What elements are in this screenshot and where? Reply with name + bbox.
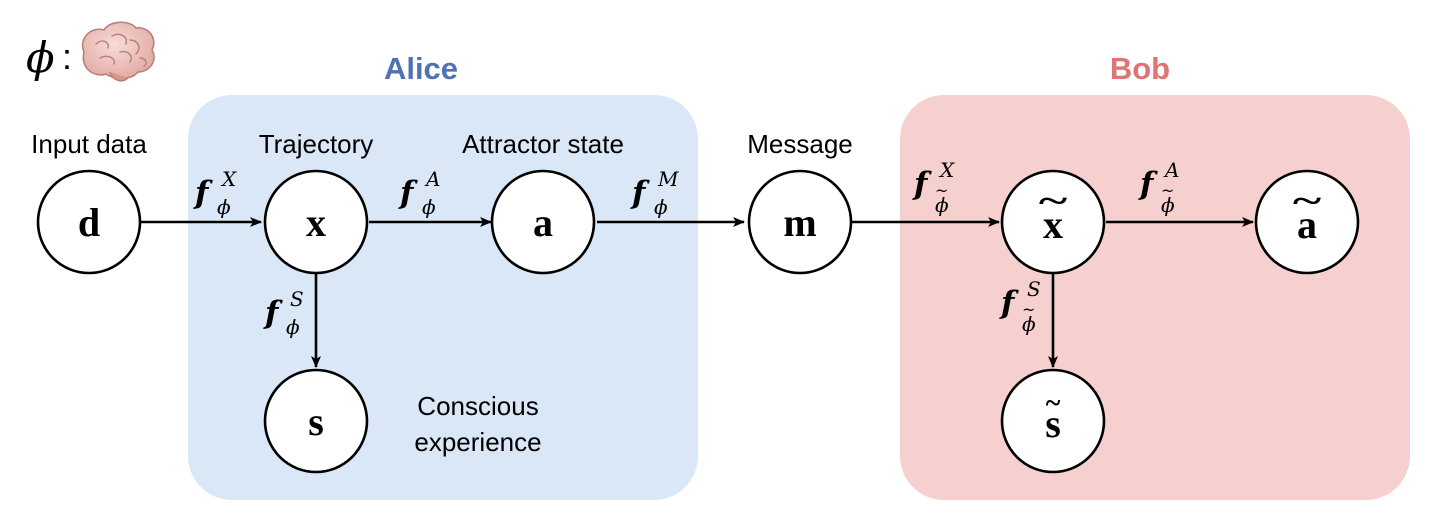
edge-label-xt-to-at: f A ~ ϕ (1138, 158, 1179, 217)
node-x: x (263, 169, 369, 275)
node-s-tilde-label: s (1045, 401, 1061, 446)
node-a-tilde-label: a (1297, 202, 1317, 247)
node-a-tilde: ~ a (1254, 169, 1360, 275)
edge-label-sub: ϕ (217, 195, 231, 219)
bob-title: Bob (1110, 51, 1170, 86)
label-conscious: Conscious (417, 391, 538, 421)
edge-label-d-to-x: f X ϕ (193, 167, 237, 219)
phi-colon: : (62, 36, 72, 77)
edge-label-x-to-a: f A ϕ (398, 167, 440, 219)
node-d-label: d (78, 200, 100, 245)
edge-label-a-to-m: f M ϕ (630, 167, 679, 219)
edge-label-sub: ϕ (422, 195, 436, 219)
edge-label-sup: S (290, 287, 304, 311)
node-a-label: a (533, 200, 553, 245)
edge-label-xt-to-st: f S ~ ϕ (999, 277, 1041, 336)
edge-label-sup: A (1163, 158, 1179, 182)
edge-label-sup: M (657, 167, 679, 191)
label-input-data: Input data (31, 129, 147, 159)
node-a: a (490, 169, 596, 275)
alice-title: Alice (384, 51, 458, 86)
edge-label-f: f (263, 295, 283, 331)
node-d: d (36, 169, 142, 275)
edge-label-x-to-s: f S ϕ (263, 287, 304, 339)
edge-label-f: f (193, 175, 213, 211)
bob-box (900, 95, 1410, 500)
edge-label-sup: A (424, 167, 440, 191)
edge-label-sup: S (1027, 277, 1041, 301)
node-a-tilde-mark: ~ (1293, 182, 1322, 219)
node-s-tilde-mark: ~ (1046, 388, 1061, 419)
edge-label-f: f (1138, 166, 1158, 202)
edge-label-sup: X (220, 167, 237, 191)
edge-label-sub-tilde: ~ (935, 181, 948, 200)
edge-label-sub: ϕ (935, 193, 949, 217)
edge-label-sup: X (938, 158, 955, 182)
edge-label-f: f (912, 166, 932, 202)
edge-label-sub: ϕ (1022, 312, 1036, 336)
edge-label-sub: ϕ (286, 315, 300, 339)
node-m: m (747, 169, 853, 275)
edge-label-m-to-xt: f X ~ ϕ (912, 158, 955, 217)
edge-label-f: f (630, 175, 650, 211)
node-x-tilde-label: x (1043, 202, 1063, 247)
node-x-tilde: ~ x (1000, 169, 1106, 275)
label-experience: experience (414, 427, 541, 457)
edge-label-sub: ϕ (1161, 193, 1175, 217)
edge-label-f: f (999, 285, 1019, 321)
label-message: Message (747, 129, 853, 159)
node-x-tilde-mark: ~ (1039, 182, 1068, 219)
node-x-label: x (306, 200, 326, 245)
node-s-label: s (308, 399, 324, 444)
brain-icon (81, 21, 155, 82)
node-s-tilde: ~ s (1000, 368, 1106, 474)
node-s: s (263, 368, 369, 474)
edge-label-sub: ϕ (654, 195, 668, 219)
label-trajectory: Trajectory (259, 129, 374, 159)
edge-label-f: f (398, 175, 418, 211)
edge-label-sub-tilde: ~ (1022, 300, 1035, 319)
edge-label-sub-tilde: ~ (1161, 181, 1174, 200)
phi-symbol: ϕ (26, 33, 55, 82)
label-attractor-state: Attractor state (462, 129, 624, 159)
node-m-label: m (783, 200, 816, 245)
